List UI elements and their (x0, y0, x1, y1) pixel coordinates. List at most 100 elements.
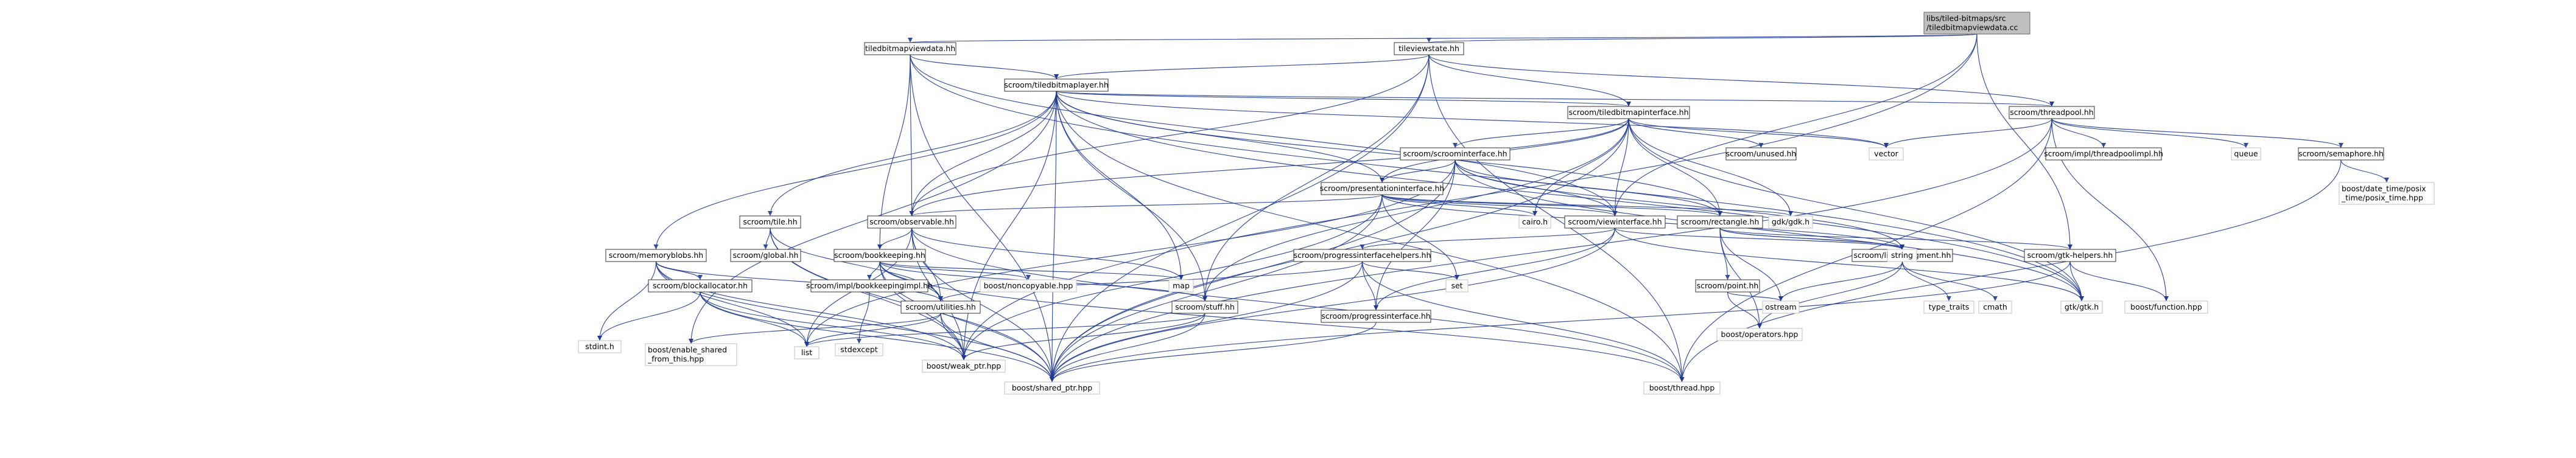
edge-tbplayer-to-bthread (1056, 91, 1685, 383)
node-label: tiledbitmapviewdata.hh (865, 44, 955, 53)
node-label: _time/posix_time.hpp (2341, 193, 2423, 203)
node-rectangle[interactable]: scroom/rectangle.hh (1677, 215, 1763, 229)
edge-root-to-viewiface (1612, 33, 1978, 217)
edge-stuff-to-list (804, 313, 1206, 347)
node-gtkhelpers[interactable]: scroom/gtk-helpers.hh (2024, 249, 2116, 262)
node-tbvdata[interactable]: tiledbitmapviewdata.hh (864, 42, 956, 55)
node-proghelpers[interactable]: scroom/progressinterfacehelpers.hh (1293, 249, 1431, 262)
node-global[interactable]: scroom/global.hh (730, 249, 801, 262)
edge-utilities-to-list (804, 313, 941, 347)
node-tile[interactable]: scroom/tile.hh (739, 215, 801, 229)
edge-linseg-to-ostream (1778, 261, 1903, 302)
edge-gtkhelpers-to-sharedptr (1050, 261, 2071, 383)
node-stuff[interactable]: scroom/stuff.hh (1171, 300, 1238, 314)
node-sharedptr: boost/shared_ptr.hpp (1004, 381, 1100, 395)
node-blockalloc[interactable]: scroom/blockallocator.hh (648, 279, 753, 293)
edge-tbplayer-to-threadpool (1056, 91, 2054, 107)
node-set: set (1445, 279, 1469, 293)
node-presiface[interactable]: scroom/presentationinterface.hh (1320, 182, 1445, 195)
node-box (900, 300, 981, 314)
node-box (810, 279, 928, 293)
edge-scroomiface-to-presiface (1380, 159, 1456, 183)
node-tvstate[interactable]: tileviewstate.hh (1394, 42, 1464, 55)
node-threadpool[interactable]: scroom/threadpool.hh (2009, 106, 2095, 119)
node-scroomiface[interactable]: scroom/scroominterface.hh (1400, 147, 1511, 161)
edge-tile-to-utilities (770, 227, 943, 302)
node-posixtime: boost/date_time/posix_time/posix_time.hp… (2339, 182, 2435, 205)
node-stdint: stdint.h (578, 340, 622, 353)
edge-linseg-to-operators (1757, 261, 1903, 329)
node-box (2124, 300, 2208, 314)
edge-presiface-to-gdk (1381, 194, 1793, 217)
node-box (2045, 147, 2162, 161)
node-bkimpl[interactable]: scroom/impl/bookkeepingimpl.hh (806, 279, 933, 293)
node-tbplayer[interactable]: scroom/tiledbitmaplayer.hh (1004, 78, 1109, 92)
node-semaphore[interactable]: scroom/semaphore.hh (2298, 147, 2384, 161)
node-unused[interactable]: scroom/unused.hh (1725, 147, 1797, 161)
node-label: scroom/point.hh (1697, 281, 1759, 290)
node-box (1695, 279, 1760, 293)
edge-tbplayer-to-weakptr (961, 91, 1057, 361)
edge-linseg-to-cmath (1901, 261, 1998, 302)
node-root[interactable]: libs/tiled-bitmaps/src/tiledbitmapviewda… (1923, 12, 2030, 35)
node-label: queue (2234, 149, 2258, 158)
node-box (1923, 12, 2030, 35)
node-label: scroom/scroominterface.hh (1403, 149, 1507, 158)
node-point[interactable]: scroom/point.hh (1695, 279, 1760, 293)
edge-presiface-to-rectangle (1381, 194, 1722, 217)
node-label: cmath (1983, 302, 2007, 311)
edge-semaphore-to-bthread (1679, 159, 2342, 383)
node-queue: queue (2231, 147, 2261, 161)
node-label: scroom/tiledbitmaplayer.hh (1004, 80, 1109, 89)
edge-tvstate-to-threadpool (1428, 54, 2054, 107)
node-noncopyable: boost/noncopyable.hpp (980, 279, 1077, 293)
edge-tbplayer-to-memblobs (653, 91, 1057, 250)
edge-presiface-to-sharedptr (1050, 194, 1383, 383)
node-label: scroom/utilities.hh (905, 302, 976, 311)
edge-utilities-to-weakptr (940, 313, 967, 361)
edge-tbiface-to-stuff (1202, 118, 1629, 302)
node-progiface[interactable]: scroom/progressinterface.hh (1321, 310, 1431, 323)
edge-tbiface-to-gdk (1628, 118, 1793, 217)
node-label: scroom/bookkeeping.hh (834, 251, 925, 260)
edge-memblobs-to-blockalloc (655, 261, 703, 280)
edge-bkimpl-to-stdexcept (856, 291, 870, 344)
edge-threadpool-to-tpimpl (2051, 118, 2106, 148)
edge-bookkeeping-to-map (879, 261, 1184, 280)
node-label: scroom/global.hh (733, 251, 799, 260)
node-label: stdexcept (840, 345, 877, 354)
edge-tbplayer-to-gtk (1056, 91, 2084, 302)
node-utilities[interactable]: scroom/utilities.hh (900, 300, 981, 314)
edge-utilities-to-enableshared (689, 313, 941, 344)
edge-observable-to-map (911, 227, 1184, 280)
node-box (864, 42, 956, 55)
node-label: scroom/blockallocator.hh (653, 281, 748, 290)
node-box (2231, 147, 2261, 161)
edge-blockalloc-to-weakptr (700, 291, 966, 361)
edge-scroomiface-to-sharedptr (1050, 159, 1456, 383)
node-observable[interactable]: scroom/observable.hh (867, 215, 956, 229)
node-box (1762, 300, 1800, 314)
edge-proghelpers-to-bthread (1361, 261, 1685, 383)
edge-rectangle-to-operators (1719, 227, 1763, 329)
node-box (578, 340, 622, 353)
edge-threadpool-to-queue (2051, 118, 2248, 148)
edge-root-to-tvstate (1427, 33, 1978, 43)
node-memblobs[interactable]: scroom/memoryblobs.hh (605, 249, 707, 262)
node-tpimpl[interactable]: scroom/impl/threadpoolimpl.hh (2044, 147, 2163, 161)
edge-blockalloc-to-stdint (597, 291, 701, 341)
node-tbiface[interactable]: scroom/tiledbitmapinterface.hh (1567, 106, 1690, 119)
node-box (1400, 147, 1511, 161)
edge-threadpool-to-semaphore (2051, 118, 2343, 148)
node-label: cairo.h (1522, 217, 1548, 226)
edge-memblobs-to-stdint (597, 261, 657, 341)
node-box (1887, 249, 1917, 262)
edge-progiface-to-sharedptr (1050, 322, 1377, 383)
edge-viewiface-to-sharedptr (1050, 227, 1616, 383)
node-bookkeeping[interactable]: scroom/bookkeeping.hh (834, 249, 926, 262)
node-box (1677, 215, 1763, 229)
node-viewiface[interactable]: scroom/viewinterface.hh (1564, 215, 1666, 229)
node-box (1321, 310, 1431, 323)
edge-tbiface-to-viewiface (1612, 118, 1629, 217)
edge-viewiface-to-proghelpers (1360, 227, 1616, 250)
